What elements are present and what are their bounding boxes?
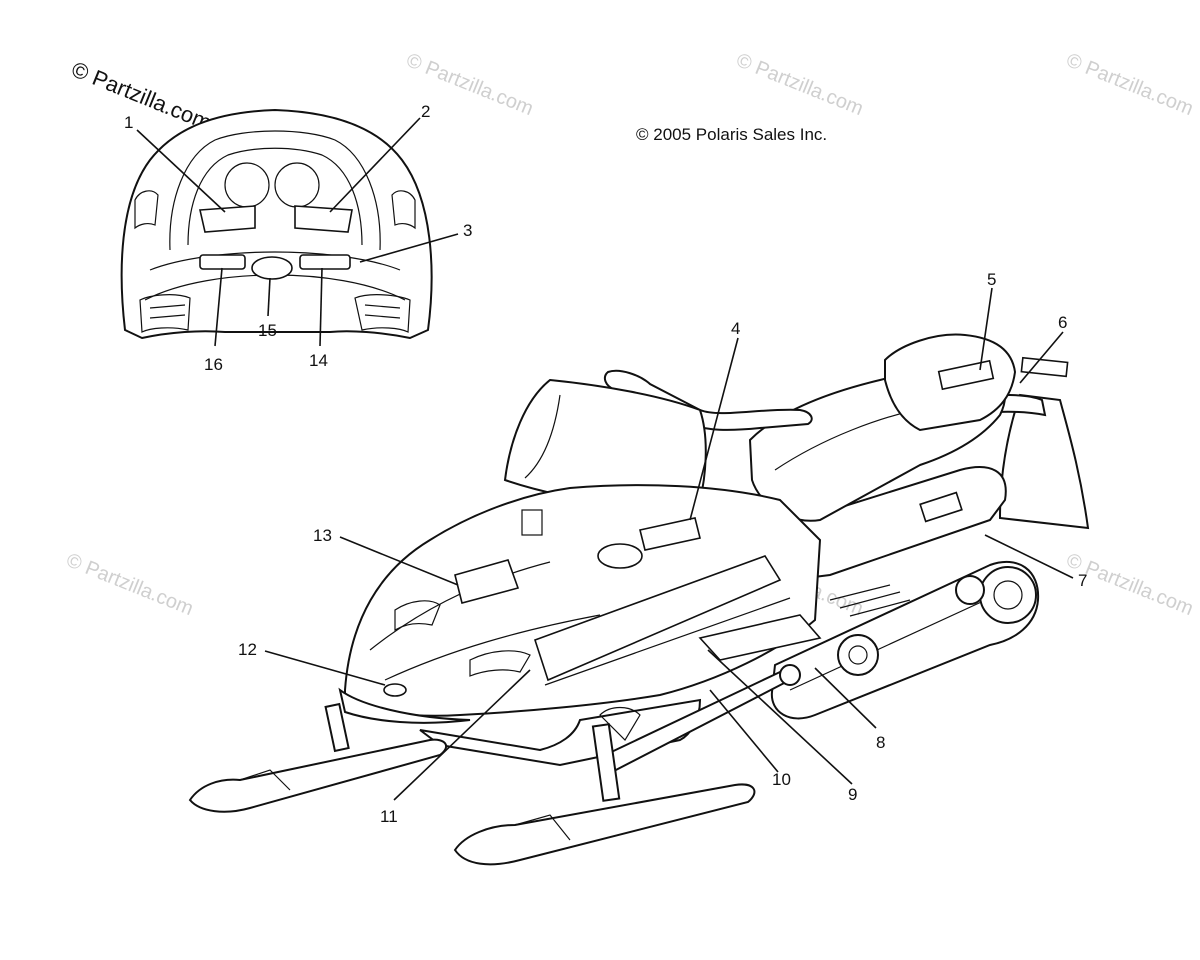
callout-12: 12 [238, 640, 257, 659]
copyright-text: © 2005 Polaris Sales Inc. [636, 125, 827, 144]
callout-8: 8 [876, 733, 885, 752]
dashboard-inset [120, 108, 433, 340]
snowmobile-main [188, 333, 1090, 866]
callout-3: 3 [463, 221, 472, 240]
decal-8 [698, 614, 822, 661]
watermark-faint-3: © Partzilla.com [1063, 49, 1196, 120]
watermark-faint-4: © Partzilla.com [63, 549, 196, 620]
callout-14: 14 [309, 351, 328, 370]
callout-labels: 1 2 3 4 5 6 7 8 9 10 11 12 13 14 15 16 [124, 102, 1087, 826]
decal-11 [534, 555, 782, 682]
hood-logo-icon [521, 509, 543, 536]
callout-7: 7 [1078, 571, 1087, 590]
decal-15 [251, 256, 293, 280]
callout-6: 6 [1058, 313, 1067, 332]
callout-15: 15 [258, 321, 277, 340]
decal-1 [199, 205, 256, 233]
callout-11: 11 [380, 807, 398, 826]
watermark-main: © Partzilla.com [68, 56, 215, 135]
hood-badge-oval [597, 543, 643, 569]
decal-9 [544, 597, 791, 686]
decal-7 [919, 491, 963, 523]
watermark-faint-2: © Partzilla.com [733, 49, 866, 120]
callout-16: 16 [204, 355, 223, 374]
callout-4: 4 [731, 319, 740, 338]
decal-16 [199, 254, 246, 270]
decal-14 [299, 254, 351, 270]
callout-9: 9 [848, 785, 857, 804]
decal-13 [454, 559, 520, 604]
callout-13: 13 [313, 526, 332, 545]
callout-5: 5 [987, 270, 996, 289]
decal-6 [1020, 356, 1069, 378]
callout-10: 10 [772, 770, 791, 789]
decal-4 [639, 517, 701, 551]
callout-2: 2 [421, 102, 430, 121]
decal-2 [294, 205, 353, 233]
callout-1: 1 [124, 113, 133, 132]
decal-12 [383, 683, 407, 697]
